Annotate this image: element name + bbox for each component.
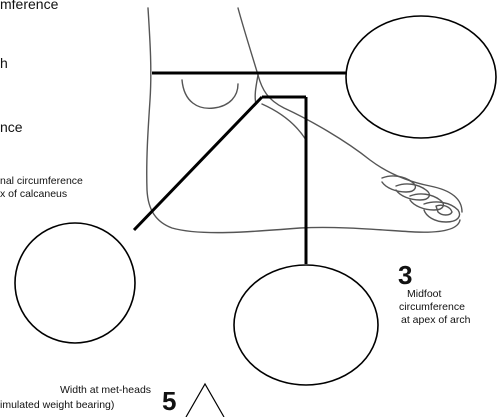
label-midfoot-number: 3 — [398, 262, 412, 288]
label-proximal-line2: x of calcaneus — [0, 189, 67, 200]
label-met-heads-line1: Width at met-heads — [60, 385, 151, 396]
label-width-partial: h — [0, 56, 8, 70]
measurement-circle-left — [15, 223, 135, 343]
arch-contour — [262, 104, 306, 140]
label-midfoot-line3: at apex of arch — [401, 315, 470, 326]
label-midfoot-line1: Midfoot — [407, 289, 441, 300]
label-met-heads-line2: imulated weight bearing) — [0, 400, 114, 411]
triangle-marker — [186, 384, 224, 417]
leader-line-proximal — [134, 97, 262, 230]
label-met-heads-number: 5 — [162, 388, 176, 414]
measurement-circle-top-right — [346, 16, 496, 138]
ankle-bone-outline — [182, 80, 238, 108]
measurement-circle-midfoot — [234, 265, 378, 385]
label-midfoot-line2: circumference — [399, 302, 465, 313]
label-proximal-line1: nal circumference — [0, 176, 83, 187]
label-distance-partial: nce — [0, 120, 23, 134]
label-circumference-partial: mference — [0, 0, 58, 11]
